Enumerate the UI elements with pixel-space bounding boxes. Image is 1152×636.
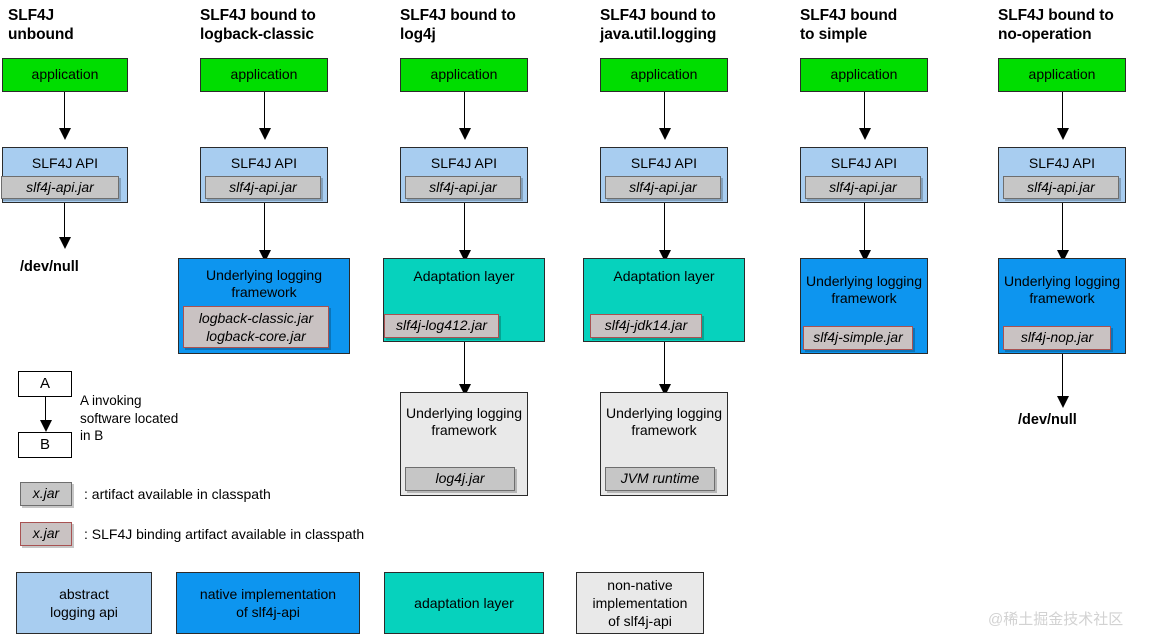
arrow-head [659,128,671,140]
underlying-framework-label: Underlying logging framework [806,273,922,306]
jar-chip-slf4j-api: slf4j-api.jar [405,176,521,199]
application-box-simple: application [800,58,928,92]
jar-chip-slf4j-simple: slf4j-simple.jar [803,326,913,350]
application-box-java-util-logging: application [600,58,728,92]
jar-chip-jvm-runtime: JVM runtime [605,467,715,491]
adaptation-layer-label: Adaptation layer [413,268,515,284]
arrow-framework-to-devnull-nop [1062,354,1063,402]
arrow-app-to-api-jul [664,92,665,132]
jar-chip-logback: logback-classic.jar logback-core.jar [183,306,329,348]
legend-node-b: B [18,432,72,458]
jar-chip-slf4j-api: slf4j-api.jar [805,176,921,199]
slf4j-api-box-java-util-logging: SLF4J API slf4j-api.jar [600,147,728,203]
application-label: application [630,66,698,82]
arrow-app-to-api-nop [1062,92,1063,132]
application-box-log4j: application [400,58,528,92]
slf4j-api-box-logback-classic: SLF4J API slf4j-api.jar [200,147,328,203]
arrow-app-to-api-logback [264,92,265,132]
adaptation-layer-box-log4j: Adaptation layer slf4j-log412.jar [383,258,545,342]
devnull-label-no-operation: /dev/null [1018,412,1077,428]
legend-jar-chip-artifact: x.jar [20,482,72,506]
application-label: application [1028,66,1096,82]
underlying-framework-box-logback-classic: Underlying logging framework logback-cla… [178,258,350,354]
arrow-head [459,128,471,140]
legend-binding-text: : SLF4J binding artifact available in cl… [84,526,365,542]
underlying-framework-label: Underlying logging framework [606,405,722,438]
arrow-app-to-api-simple [864,92,865,132]
jar-chip-slf4j-log412: slf4j-log412.jar [384,314,499,338]
column-title-log4j: SLF4J bound to log4j [400,7,516,43]
legend-artifact-text: : artifact available in classpath [84,486,271,502]
slf4j-api-label: SLF4J API [230,155,298,171]
jar-chip-slf4j-nop: slf4j-nop.jar [1003,326,1111,350]
column-title-logback-classic: SLF4J bound to logback-classic [200,7,316,43]
legend-swatch-non-native-implementation: non-native implementation of slf4j-api [576,572,704,634]
adaptation-layer-box-jul: Adaptation layer slf4j-jdk14.jar [583,258,745,342]
application-label: application [230,66,298,82]
underlying-framework-box-jul: Underlying logging framework JVM runtime [600,392,728,496]
arrow-head [859,128,871,140]
arrow-head [40,420,52,432]
column-title-no-operation: SLF4J bound to no-operation [998,7,1114,43]
legend-jar-chip-binding: x.jar [20,522,72,546]
column-title-java-util-logging: SLF4J bound to java.util.logging [600,7,717,43]
slf4j-api-box-no-operation: SLF4J API slf4j-api.jar [998,147,1126,203]
slf4j-api-box-log4j: SLF4J API slf4j-api.jar [400,147,528,203]
underlying-framework-box-no-operation: Underlying logging framework slf4j-nop.j… [998,258,1126,354]
jar-chip-slf4j-api: slf4j-api.jar [1003,176,1119,199]
column-title-unbound: SLF4J unbound [8,7,74,43]
arrow-app-to-api-log4j [464,92,465,132]
legend-arrow-a-to-b [45,397,46,425]
column-title-simple: SLF4J bound to simple [800,7,898,43]
jar-chip-slf4j-jdk14: slf4j-jdk14.jar [590,314,702,338]
slf4j-api-label: SLF4J API [630,155,698,171]
jar-chip-slf4j-api: slf4j-api.jar [205,176,321,199]
arrow-adaptation-to-underlying-jul [664,342,665,390]
legend-swatch-adaptation-layer: adaptation layer [384,572,544,634]
jar-chip-slf4j-api: slf4j-api.jar [1,176,119,199]
application-box-no-operation: application [998,58,1126,92]
arrow-head [259,128,271,140]
arrow-app-to-api-unbound [64,92,65,132]
adaptation-layer-label: Adaptation layer [613,268,715,284]
legend-swatch-native-implementation: native implementation of slf4j-api [176,572,360,634]
arrow-api-to-framework-nop [1062,203,1063,257]
slf4j-api-label: SLF4J API [31,155,99,171]
application-label: application [430,66,498,82]
arrow-head [1057,128,1069,140]
jar-chip-log4j: log4j.jar [405,467,515,491]
jar-chip-slf4j-api: slf4j-api.jar [605,176,721,199]
arrow-head [59,128,71,140]
slf4j-api-label: SLF4J API [830,155,898,171]
devnull-label-unbound: /dev/null [20,259,79,275]
underlying-framework-box-simple: Underlying logging framework slf4j-simpl… [800,258,928,354]
underlying-framework-label: Underlying logging framework [1004,273,1120,306]
legend-node-a: A [18,371,72,397]
arrow-adaptation-to-underlying-log4j [464,342,465,390]
arrow-api-to-devnull-unbound [64,203,65,241]
arrow-api-to-adaptation-jul [664,203,665,257]
underlying-framework-label: Underlying logging framework [206,267,322,300]
application-label: application [31,66,99,82]
application-label: application [830,66,898,82]
legend-swatch-abstract-logging-api: abstract logging api [16,572,152,634]
underlying-framework-label: Underlying logging framework [406,405,522,438]
application-box-logback-classic: application [200,58,328,92]
legend-invoking-text: A invoking software located in B [80,393,179,443]
watermark-text: @稀土掘金技术社区 [988,611,1124,628]
arrow-api-to-adaptation-log4j [464,203,465,257]
arrow-api-to-framework-simple [864,203,865,257]
underlying-framework-box-log4j: Underlying logging framework log4j.jar [400,392,528,496]
slf4j-api-label: SLF4J API [430,155,498,171]
application-box-unbound: application [2,58,128,92]
arrow-api-to-framework-logback [264,203,265,257]
arrow-head [1057,396,1069,408]
slf4j-api-box-simple: SLF4J API slf4j-api.jar [800,147,928,203]
slf4j-api-box-unbound: SLF4J API slf4j-api.jar [1,147,128,203]
arrow-head [59,237,71,249]
slf4j-api-label: SLF4J API [1028,155,1096,171]
